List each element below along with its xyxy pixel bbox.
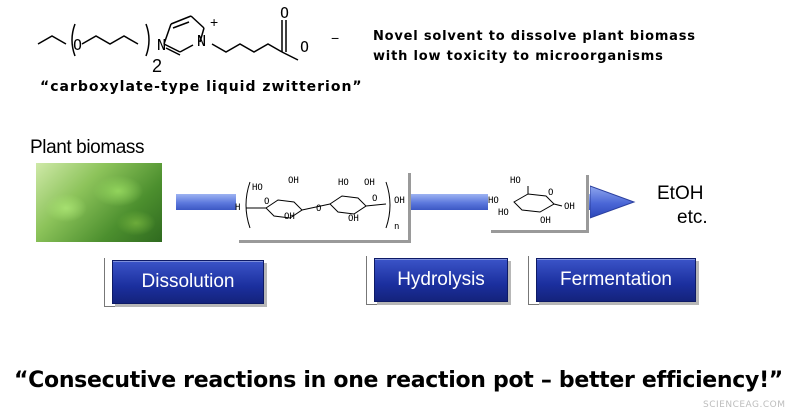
cellulose-ho-2: HO	[338, 178, 349, 188]
cellulose-ho-1: HO	[252, 183, 263, 193]
dissolution-step: Dissolution	[112, 260, 264, 304]
subscript-two: 2	[152, 56, 163, 76]
zwitterion-structure	[37, 15, 299, 61]
nitrogen-label-right: N	[197, 32, 207, 50]
positive-charge: +	[210, 14, 219, 30]
flow-arrow-segment-1	[176, 194, 236, 210]
watermark: SCIENCEAG.COM	[703, 400, 786, 410]
cellulose-o-ring-2: O	[372, 194, 378, 204]
cellulose-oh-3: OH	[364, 178, 375, 188]
dissolution-step-label: Dissolution	[141, 271, 235, 292]
cellulose-oh-2: OH	[284, 212, 295, 222]
cellulose-structure	[245, 181, 391, 229]
solvent-description-line1: Novel solvent to dissolve plant biomass	[373, 29, 696, 44]
carboxylate-oxygen-label: O	[300, 38, 310, 56]
biomass-label: Plant biomass	[30, 137, 145, 158]
hydrolysis-step: Hydrolysis	[374, 258, 508, 302]
cellulose-oh-end: OH	[394, 196, 405, 206]
nitrogen-label-left: N	[157, 36, 167, 54]
cellulose-h: H	[235, 203, 241, 213]
oxygen-atom-label: O	[73, 36, 83, 54]
glucose-oh-1: OH	[564, 202, 575, 212]
cellulose-oh-1: OH	[288, 176, 299, 186]
product-ethanol-label: EtOH	[657, 183, 704, 204]
hydrolysis-step-label: Hydrolysis	[397, 269, 485, 290]
flow-arrow-segment-2	[408, 194, 488, 210]
carbonyl-oxygen-label: O	[280, 4, 290, 22]
glucose-o: O	[548, 188, 554, 198]
headline: “Consecutive reactions in one reaction p…	[14, 368, 783, 393]
structure-caption: “carboxylate-type liquid zwitterion”	[40, 79, 363, 95]
solvent-description-line2: with low toxicity to microorganisms	[373, 49, 664, 64]
glucose-ho-1: HO	[510, 176, 521, 186]
glucose-structure-box	[488, 172, 586, 230]
cellulose-o-bridge: O	[316, 204, 322, 214]
plant-biomass-photo	[36, 163, 162, 242]
cellulose-o-ring-1: O	[264, 197, 270, 207]
glucose-ho-2: HO	[488, 196, 499, 206]
flow-arrow-head	[590, 185, 636, 219]
cellulose-oh-4: OH	[348, 214, 359, 224]
glucose-oh-2: OH	[540, 216, 551, 226]
fermentation-frame	[528, 256, 697, 305]
glucose-ho-3: HO	[498, 208, 509, 218]
fermentation-step-label: Fermentation	[560, 269, 672, 290]
cellulose-repeat-n: n	[394, 222, 400, 232]
glucose-structure	[513, 186, 563, 213]
hydrolysis-frame	[366, 256, 509, 305]
product-etc-label: etc.	[677, 207, 708, 228]
negative-charge: −	[331, 30, 340, 46]
fermentation-step: Fermentation	[536, 258, 696, 302]
dissolution-frame	[104, 258, 265, 307]
